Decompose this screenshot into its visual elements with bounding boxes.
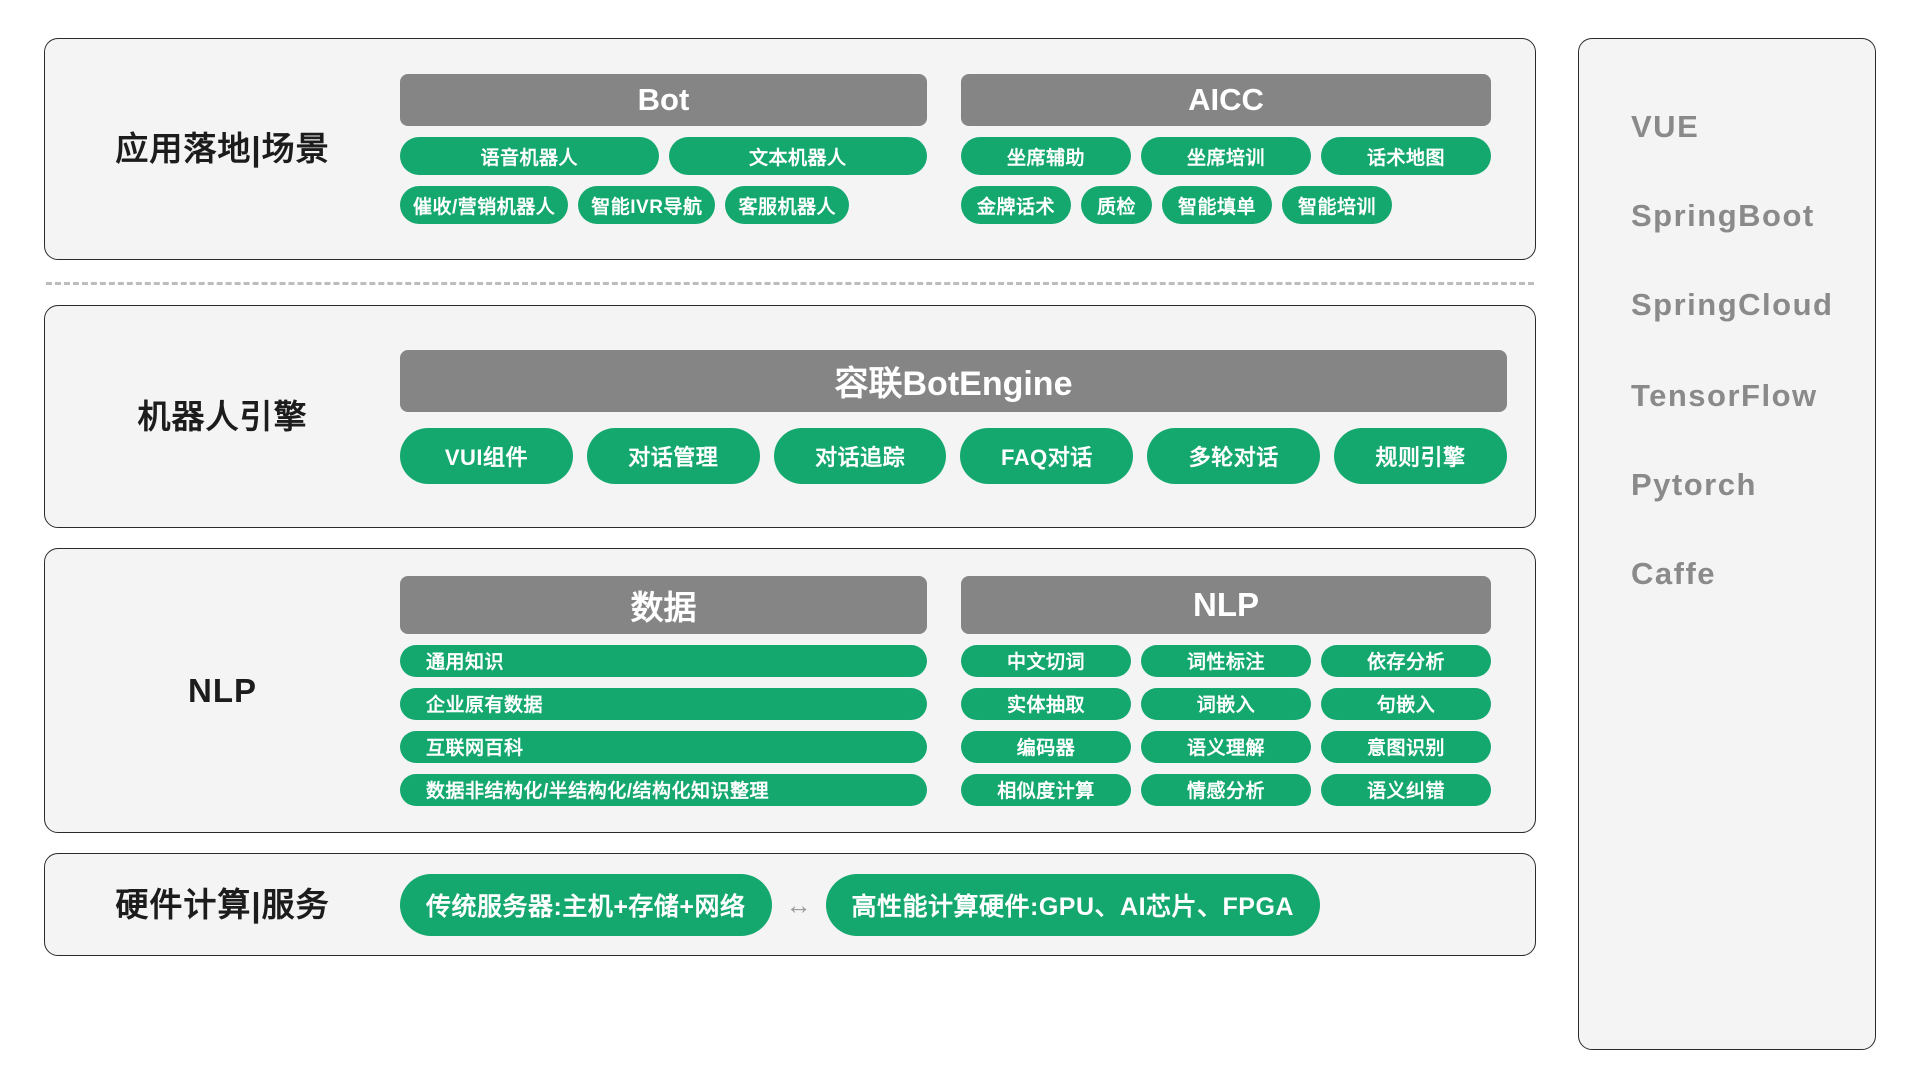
group-aicc: AICC 坐席辅助 坐席培训 话术地图 金牌话术 质检 智能填单 智能培训 (961, 74, 1491, 224)
pill-dialog-management[interactable]: 对话管理 (586, 427, 760, 484)
layer-nlp-label: NLP (188, 671, 257, 709)
layer-nlp: NLP 数据 通用知识 企业原有数据 互联网百科 数据非结构化/半结构化/结构化… (44, 548, 1536, 833)
tech-item-springcloud: SpringCloud (1631, 287, 1834, 322)
pill-gold-script[interactable]: 金牌话术 (961, 186, 1072, 224)
pill-rule-engine[interactable]: 规则引擎 (1334, 427, 1507, 484)
pill-general-knowledge[interactable]: 通用知识 (400, 644, 927, 677)
pill-enterprise-original-data[interactable]: 企业原有数据 (400, 687, 927, 720)
pill-sentiment-analysis[interactable]: 情感分析 (1141, 773, 1311, 806)
layer-engine: 机器人引擎 容联BotEngine VUI组件 对话管理 对话追踪 FAQ对话 … (44, 305, 1536, 528)
nlp-tech-row-1: 中文切词 词性标注 依存分析 (961, 644, 1491, 677)
layer-application-label: 应用落地|场景 (115, 130, 330, 168)
tech-item-pytorch: Pytorch (1631, 467, 1757, 502)
pill-multi-turn-dialog[interactable]: 多轮对话 (1147, 427, 1321, 484)
engine-items-row: VUI组件 对话管理 对话追踪 FAQ对话 多轮对话 规则引擎 (400, 427, 1507, 484)
pill-agent-training[interactable]: 坐席培训 (1141, 137, 1311, 175)
pill-word-embedding[interactable]: 词嵌入 (1141, 687, 1311, 720)
pill-customer-service-bot[interactable]: 客服机器人 (725, 186, 849, 224)
nlp-tech-row-2: 实体抽取 词嵌入 句嵌入 (961, 687, 1491, 720)
tech-stack-column: VUE SpringBoot SpringCloud TensorFlow Py… (1578, 38, 1876, 1050)
pill-pos-tagging[interactable]: 词性标注 (1141, 644, 1311, 677)
layer-hardware: 硬件计算|服务 传统服务器:主机+存储+网络 ↔ 高性能计算硬件:GPU、AI芯… (44, 853, 1536, 956)
pill-chinese-segmentation[interactable]: 中文切词 (961, 644, 1131, 677)
pill-script-map[interactable]: 话术地图 (1321, 137, 1491, 175)
pill-quality-inspection[interactable]: 质检 (1081, 186, 1153, 224)
tech-item-springboot: SpringBoot (1631, 198, 1815, 233)
pill-semantic-correction[interactable]: 语义纠错 (1321, 773, 1491, 806)
nlp-tech-row-3: 编码器 语义理解 意图识别 (961, 730, 1491, 763)
tech-item-caffe: Caffe (1631, 556, 1717, 591)
group-aicc-header: AICC (961, 74, 1491, 126)
group-bot-header: Bot (400, 74, 927, 126)
pill-smart-form-filling[interactable]: 智能填单 (1162, 186, 1273, 224)
pill-agent-assist[interactable]: 坐席辅助 (961, 137, 1131, 175)
pill-entity-extraction[interactable]: 实体抽取 (961, 687, 1131, 720)
pill-vui-component[interactable]: VUI组件 (400, 427, 573, 484)
engine-header: 容联BotEngine (400, 349, 1507, 412)
tech-item-vue: VUE (1631, 109, 1700, 144)
group-nlp-tech: NLP 中文切词 词性标注 依存分析 实体抽取 词嵌入 句嵌入 编码器 (961, 575, 1491, 806)
group-bot: Bot 语音机器人 文本机器人 催收/营销机器人 智能IVR导航 客服机器人 (400, 74, 927, 224)
group-aicc-row-2: 金牌话术 质检 智能填单 智能培训 (961, 186, 1491, 224)
pill-faq-dialog[interactable]: FAQ对话 (960, 427, 1134, 484)
layer-application-body: Bot 语音机器人 文本机器人 催收/营销机器人 智能IVR导航 客服机器人 A… (400, 74, 1535, 224)
pill-dependency-parsing[interactable]: 依存分析 (1321, 644, 1491, 677)
pill-intent-recognition[interactable]: 意图识别 (1321, 730, 1491, 763)
pill-internet-encyclopedia[interactable]: 互联网百科 (400, 730, 927, 763)
pill-semantic-understanding[interactable]: 语义理解 (1141, 730, 1311, 763)
tech-stack-panel: VUE SpringBoot SpringCloud TensorFlow Py… (1578, 38, 1876, 1050)
layer-engine-body: 容联BotEngine VUI组件 对话管理 对话追踪 FAQ对话 多轮对话 规… (400, 349, 1535, 484)
pill-encoder[interactable]: 编码器 (961, 730, 1131, 763)
layer-hardware-body: 传统服务器:主机+存储+网络 ↔ 高性能计算硬件:GPU、AI芯片、FPGA (400, 873, 1535, 936)
group-aicc-row-1: 坐席辅助 坐席培训 话术地图 (961, 137, 1491, 175)
pill-smart-training[interactable]: 智能培训 (1282, 186, 1393, 224)
pill-high-performance-hardware[interactable]: 高性能计算硬件:GPU、AI芯片、FPGA (825, 873, 1320, 936)
group-data: 数据 通用知识 企业原有数据 互联网百科 数据非结构化/半结构化/结构化知识整理 (400, 575, 927, 806)
group-bot-row-2: 催收/营销机器人 智能IVR导航 客服机器人 (400, 186, 927, 224)
layer-nlp-body: 数据 通用知识 企业原有数据 互联网百科 数据非结构化/半结构化/结构化知识整理… (400, 575, 1535, 806)
pill-text-bot[interactable]: 文本机器人 (668, 137, 927, 175)
pill-collection-marketing-bot[interactable]: 催收/营销机器人 (400, 186, 569, 224)
tech-item-tensorflow: TensorFlow (1631, 378, 1818, 413)
layer-hardware-label: 硬件计算|服务 (115, 885, 330, 923)
group-nlp-tech-header: NLP (961, 575, 1491, 634)
group-bot-row-1: 语音机器人 文本机器人 (400, 137, 927, 175)
pill-dialog-tracking[interactable]: 对话追踪 (773, 427, 947, 484)
bidirectional-arrow-icon: ↔ (785, 889, 812, 920)
pill-smart-ivr-navigation[interactable]: 智能IVR导航 (578, 186, 716, 224)
nlp-tech-row-4: 相似度计算 情感分析 语义纠错 (961, 773, 1491, 806)
layer-application: 应用落地|场景 Bot 语音机器人 文本机器人 催收/营销机器人 智能IVR导航… (44, 38, 1536, 260)
dashed-divider (46, 282, 1534, 285)
layers-column: 应用落地|场景 Bot 语音机器人 文本机器人 催收/营销机器人 智能IVR导航… (44, 38, 1536, 1050)
pill-similarity-computation[interactable]: 相似度计算 (961, 773, 1131, 806)
group-data-header: 数据 (400, 575, 927, 634)
pill-sentence-embedding[interactable]: 句嵌入 (1321, 687, 1491, 720)
pill-structured-knowledge-organization[interactable]: 数据非结构化/半结构化/结构化知识整理 (400, 773, 927, 806)
pill-voice-bot[interactable]: 语音机器人 (400, 137, 659, 175)
layer-engine-label: 机器人引擎 (137, 397, 308, 435)
pill-traditional-server[interactable]: 传统服务器:主机+存储+网络 (400, 873, 772, 936)
